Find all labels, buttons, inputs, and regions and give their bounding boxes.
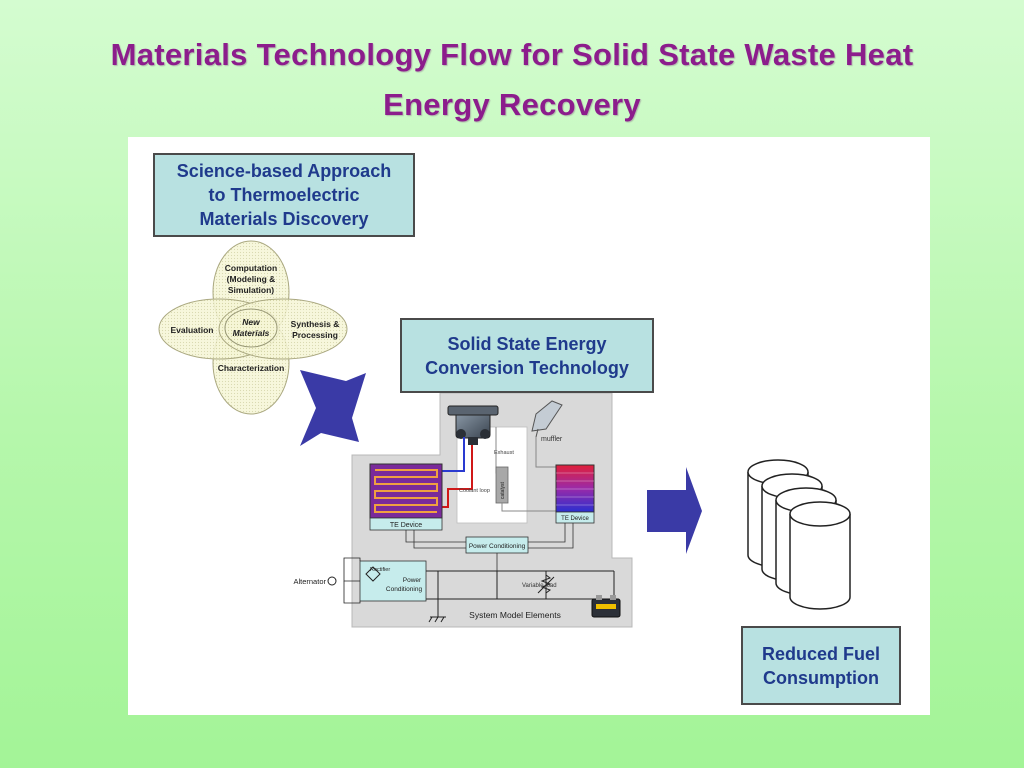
rectifier-box (359, 560, 427, 602)
variable-load-resistor (540, 574, 552, 594)
muffler-label: muffler (541, 436, 563, 443)
battery-icon (591, 595, 621, 618)
coolant-loop-label: Coolant loop (459, 488, 490, 494)
te-device-right-label-box (555, 511, 595, 524)
coolant-region (456, 426, 528, 524)
muffler-icon (531, 400, 563, 438)
title-line-2: Energy Recovery (383, 87, 641, 122)
venn-left-label: Evaluation (171, 325, 214, 335)
ground-icon (428, 607, 446, 623)
flow-arrow-1 (300, 370, 366, 446)
system-model-caption: System Model Elements (469, 610, 561, 620)
venn-top-line-3: Simulation) (228, 285, 274, 295)
power-conditioning-top-label: Power Conditioning (469, 543, 526, 550)
variable-load-label: Variable load (522, 583, 557, 589)
reduced-fuel-line-1: Reduced Fuel (761, 643, 881, 664)
te-output-wiring (405, 523, 574, 571)
engine-icon (447, 405, 499, 445)
alternator-icon (327, 576, 337, 586)
title-line-1: Materials Technology Flow for Solid Stat… (110, 37, 914, 72)
power-conditioning-line-2: Conditioning (386, 586, 423, 593)
variable-load-arrow (537, 576, 555, 594)
solid-state-line-1: Solid State Energy (447, 333, 607, 354)
te-device-right-label: TE Device (561, 516, 589, 522)
science-approach-line-1: Science-based Approach (176, 161, 392, 181)
exhaust-label: Exhaust (494, 450, 514, 456)
venn-top-line-1: Computation (225, 263, 277, 273)
venn-center-ellipse (224, 308, 278, 348)
venn-center-line-1: New (242, 317, 261, 327)
reduced-fuel-box: Reduced Fuel Consumption (741, 626, 901, 705)
rectifier-bridge-icon (365, 566, 381, 582)
alternator-wiring (343, 557, 361, 582)
rectifier-label: Rectifier (370, 567, 390, 573)
te-device-left-label: TE Device (390, 522, 422, 529)
diagram-panel: Science-based Approach to Thermoelectric… (128, 137, 930, 715)
flow-arrow-2 (647, 467, 702, 554)
venn-right-line-1: Synthesis & (291, 319, 340, 329)
power-conditioning-line-1: Power (403, 577, 422, 584)
fuel-drums-icon (747, 459, 851, 610)
alternator-label: Alternator (293, 577, 326, 586)
venn-center-line-2: Materials (233, 328, 270, 338)
coolant-loop-blue (442, 437, 465, 472)
muffler-pipe (535, 437, 560, 468)
catalyst-label: catalyst (500, 481, 506, 499)
reduced-fuel-line-2: Consumption (763, 667, 879, 688)
solid-state-box: Solid State Energy Conversion Technology (400, 318, 654, 393)
venn-top-line-2: (Modeling & (227, 274, 276, 284)
science-approach-line-3: Materials Discovery (199, 209, 369, 229)
science-approach-line-2: to Thermoelectric (208, 185, 360, 205)
venn-right-line-2: Processing (292, 330, 338, 340)
solid-state-line-2: Conversion Technology (425, 357, 629, 378)
venn-bottom-label: Characterization (218, 363, 285, 373)
science-approach-box: Science-based Approach to Thermoelectric… (153, 153, 415, 237)
slide-title: Materials Technology Flow for Solid Stat… (40, 30, 984, 130)
coolant-loop-red (440, 445, 473, 508)
alternator-wiring-low (343, 581, 361, 604)
venn-diagram: Computation (Modeling & Simulation) Eval… (158, 240, 348, 415)
venn-ellipse-right (218, 298, 348, 360)
te-coil-left (374, 469, 438, 513)
diagram-canvas: Computation (Modeling & Simulation) Eval… (158, 240, 851, 628)
